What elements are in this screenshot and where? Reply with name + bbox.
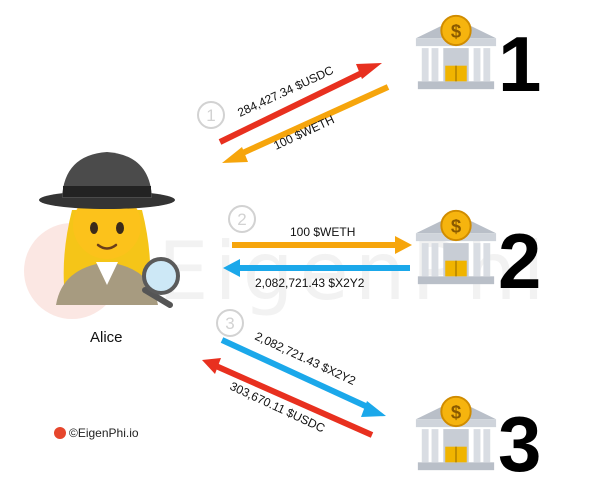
step-number-3: 3 <box>225 314 234 333</box>
bank-icon-2 <box>414 209 498 286</box>
arrow-usdc-in-3 <box>202 358 374 438</box>
arrow-weth-out-2 <box>232 236 412 254</box>
bank-icon-3 <box>414 395 498 472</box>
step-number-1: 1 <box>206 106 215 125</box>
bank-icon-1 <box>414 14 498 91</box>
arrow-x2y2-out-3 <box>220 337 386 417</box>
detective-icon <box>39 152 180 308</box>
actor-name: Alice <box>90 329 123 346</box>
credit: ©EigenPhi.io <box>54 426 139 440</box>
step-circle-3 <box>216 309 244 337</box>
eigenphi-logo-icon <box>54 427 66 439</box>
arrow-x2y2-in-2 <box>223 259 410 277</box>
step-circle-2 <box>228 205 256 233</box>
step-number-2: 2 <box>237 210 246 229</box>
step-circle-1 <box>197 101 225 129</box>
arrow-usdc-out-1 <box>218 63 382 145</box>
bank-label-3: 3 <box>498 400 541 484</box>
arrow-weth-in-1 <box>222 84 390 163</box>
bank-label-2: 2 <box>498 217 541 305</box>
bank-label-1: 1 <box>498 20 541 108</box>
credit-text: ©EigenPhi.io <box>69 426 139 440</box>
amount-label-2-out: 100 $WETH <box>290 225 355 239</box>
amount-label-2-in: 2,082,721.43 $X2Y2 <box>255 276 365 290</box>
